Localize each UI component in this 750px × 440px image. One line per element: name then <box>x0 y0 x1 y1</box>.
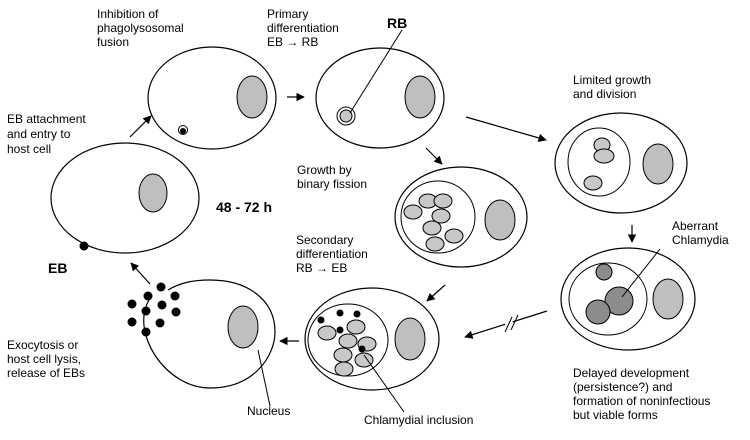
label-eb-attachment: EB attachment and entry to host cell <box>7 112 89 156</box>
host-nucleus <box>652 278 684 320</box>
rb-particle <box>444 228 464 244</box>
arrow-break-mark <box>504 316 513 333</box>
cell-inhibition <box>147 46 277 150</box>
eb-particle <box>336 326 344 334</box>
rb-particle <box>403 204 423 220</box>
arrow-primary-to-limited <box>465 116 547 142</box>
cell-secondary-differentiation <box>304 287 440 413</box>
eb-particle <box>79 241 89 251</box>
label-nucleus: Nucleus <box>247 404 290 418</box>
eb-particle <box>180 128 186 134</box>
cell-primary-differentiation <box>315 29 445 149</box>
label-inhibition: Inhibition of phagolysosomal fusion <box>97 7 187 49</box>
cycle-arrows <box>129 92 637 346</box>
label-binary-fission: Growth by binary fission <box>297 163 367 191</box>
label-delayed-development: Delayed development (persistence?) and f… <box>573 366 714 422</box>
rb-particle <box>339 109 353 123</box>
label-secondary-differentiation: Secondary differentiation RB → EB <box>296 233 371 275</box>
arrow-attachment-to-inhibition <box>129 115 152 138</box>
label-aberrant: Aberrant Chlamydia <box>672 219 729 247</box>
released-eb-cluster <box>127 282 181 337</box>
eb-particle <box>143 291 153 301</box>
rb-cluster <box>403 193 464 252</box>
nucleus-pointer-line <box>257 349 271 407</box>
host-cell <box>50 142 200 254</box>
eb-particle <box>358 345 366 353</box>
rb-particle <box>333 347 353 363</box>
eb-particle <box>155 318 165 328</box>
rb-particle <box>334 361 354 377</box>
rb-particle <box>346 319 366 335</box>
eb-particle <box>156 282 166 292</box>
inclusion-pointer-line <box>363 354 405 413</box>
label-primary-differentiation: Primary differentiation EB → RB <box>267 7 342 49</box>
host-nucleus <box>394 317 426 361</box>
eb-particle <box>127 299 137 309</box>
eb-particle <box>157 300 167 310</box>
cell-exocytosis <box>127 279 276 407</box>
host-nucleus <box>227 305 259 349</box>
rb-particle <box>425 236 445 252</box>
eb-particle <box>353 310 361 318</box>
host-cell <box>147 46 277 150</box>
label-cycle-time: 48 - 72 h <box>216 199 272 215</box>
eb-particle <box>170 291 180 301</box>
rb-particle <box>593 148 615 164</box>
host-nucleus <box>404 75 436 119</box>
label-limited-growth: Limited growth and division <box>573 73 654 101</box>
eb-particle <box>127 317 137 327</box>
rb-particle <box>317 325 337 341</box>
label-rb: RB <box>387 15 407 31</box>
eb-particle <box>336 309 344 317</box>
host-nucleus <box>484 199 516 241</box>
label-exocytosis: Exocytosis or host cell lysis, release o… <box>7 338 85 380</box>
aberrant-body <box>585 299 611 325</box>
cell-aberrant <box>560 247 696 351</box>
rb-particle <box>431 208 451 224</box>
rb-particle <box>433 193 453 209</box>
arrow-aberrant-to-secondary <box>464 310 548 339</box>
rb-particle <box>354 352 374 368</box>
rb-particle <box>338 333 358 349</box>
labels: Inhibition of phagolysosomal fusion Prim… <box>7 7 729 427</box>
label-chlamydial-inclusion: Chlamydial inclusion <box>364 413 473 427</box>
cell-eb-attachment <box>50 142 200 254</box>
rb-particle <box>583 175 603 191</box>
arrow-binary-to-secondary <box>426 284 446 302</box>
cell-limited-growth <box>554 112 688 214</box>
eb-particle <box>317 316 325 324</box>
aberrant-body <box>595 263 613 281</box>
eb-particle <box>171 307 181 317</box>
eb-particle <box>141 327 151 337</box>
host-nucleus <box>642 143 674 185</box>
host-nucleus <box>236 75 268 119</box>
aberrant-body <box>604 286 634 316</box>
label-eb: EB <box>48 260 67 276</box>
host-nucleus <box>138 173 168 213</box>
arrow-primary-to-binary <box>425 147 443 165</box>
eb-particle <box>141 306 151 316</box>
rb-particle <box>422 220 442 236</box>
arrow-exocytosis-to-attachment <box>130 262 151 285</box>
arrow-break-mark <box>510 314 519 331</box>
cell-binary-fission <box>394 166 528 268</box>
aberrant-pointer-line <box>621 248 661 298</box>
rb-pointer-line <box>349 29 403 114</box>
